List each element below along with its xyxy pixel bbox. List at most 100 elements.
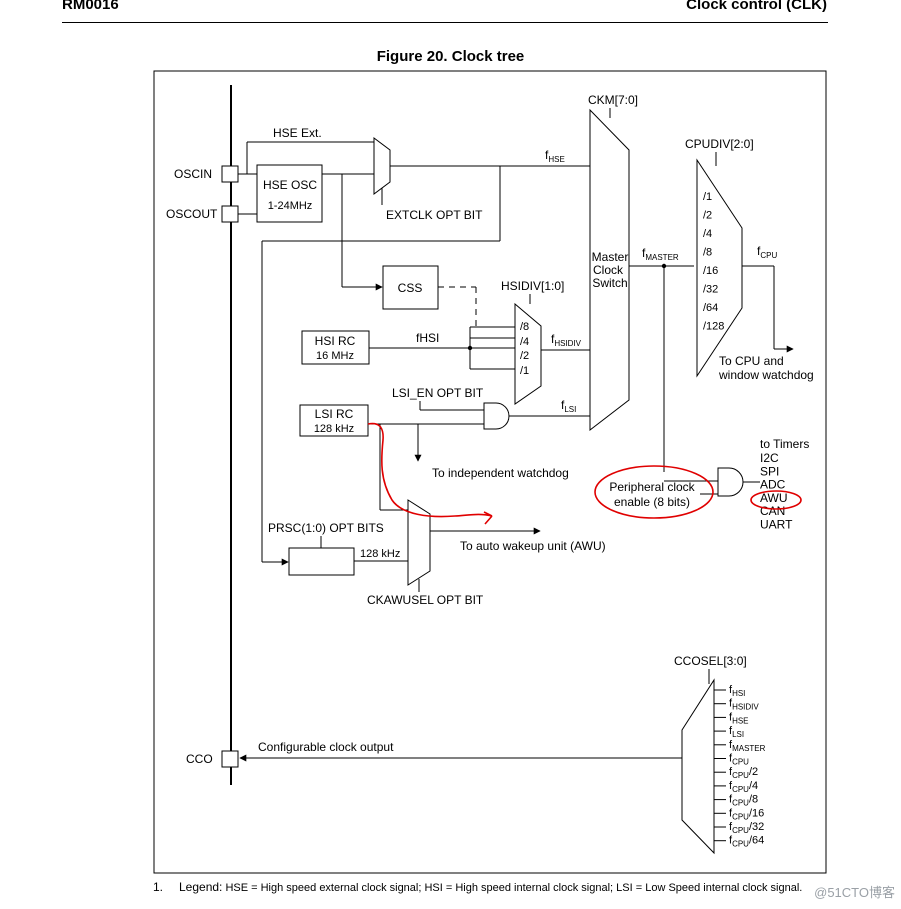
- oscin-label: OSCIN: [174, 167, 212, 181]
- cco-input-label: fHSE: [729, 711, 749, 725]
- prsc-box: [288, 547, 355, 576]
- peripheral-uart: UART: [760, 518, 793, 532]
- section-title: Clock control (CLK): [686, 0, 827, 13]
- cco-label: CCO: [186, 752, 213, 766]
- cco-input-label: fCPU/32: [729, 821, 764, 835]
- f-hsidiv-label: fHSIDIV: [551, 332, 582, 348]
- lsi-and-gate: [483, 402, 510, 430]
- cco-mux: [681, 678, 715, 855]
- prsc-label: PRSC(1:0) OPT BITS: [268, 521, 384, 535]
- watermark: @51CTO博客: [814, 885, 895, 900]
- figure-title: Figure 20. Clock tree: [376, 48, 525, 65]
- oscout-label: OSCOUT: [166, 207, 218, 221]
- peripheral-adc: ADC: [760, 478, 786, 492]
- cco-input-label: fCPU/8: [729, 794, 758, 808]
- f-hse-label: fHSE: [545, 148, 565, 164]
- css-label: CSS: [398, 281, 423, 295]
- cco-input-label: fCPU/2: [729, 766, 758, 780]
- doc-id: RM0016: [62, 0, 119, 13]
- hse-ext-label: HSE Ext.: [273, 126, 322, 140]
- hsidiv-mux: [514, 302, 542, 405]
- cco-input-label: fCPU: [729, 753, 749, 767]
- hsi-rc-label: HSI RC: [315, 334, 356, 348]
- lsi-rc-box: [299, 404, 369, 437]
- f-master-label: fMASTER: [642, 246, 679, 262]
- cco-pin: [221, 750, 239, 768]
- cco-input-label: fHSI: [729, 684, 745, 698]
- hse-ext-mux: [373, 137, 391, 195]
- to-iwdg-label: To independent watchdog: [432, 466, 569, 480]
- lsi-en-label: LSI_EN OPT BIT: [392, 386, 484, 400]
- legend-lead: Legend:: [179, 880, 223, 894]
- oscout-pin: [221, 205, 239, 223]
- master-clock-switch: [589, 108, 630, 432]
- svg-text:Master: Master: [592, 250, 629, 264]
- fhsi-label: fHSI: [416, 331, 439, 345]
- cco-input-label: fMASTER: [729, 739, 766, 753]
- prsc-freq-label: 128 kHz: [360, 548, 400, 560]
- to-timers-label: to Timers: [760, 437, 809, 451]
- cpudiv-option: /2: [703, 210, 712, 222]
- cpudiv-option: /64: [703, 302, 718, 314]
- oscin-pin: [221, 165, 239, 183]
- peripheral-spi: SPI: [760, 464, 779, 478]
- cpudiv-option: /8: [703, 247, 712, 259]
- legend-number: 1.: [153, 880, 164, 894]
- peripheral-can: CAN: [760, 504, 785, 518]
- svg-text:/8: /8: [520, 321, 529, 333]
- hse-osc-box: [256, 164, 323, 223]
- svg-text:Clock: Clock: [593, 263, 624, 277]
- f-cpu-label: fCPU: [757, 244, 777, 260]
- to-awu-label: To auto wakeup unit (AWU): [460, 539, 606, 553]
- figure-frame: [153, 70, 827, 874]
- lsi-rc-label: LSI RC: [315, 407, 354, 421]
- svg-text:/1: /1: [520, 365, 529, 377]
- red-periph-circle: [594, 465, 714, 519]
- ckm-label: CKM[7:0]: [588, 93, 638, 107]
- cpudiv-option: /128: [703, 321, 724, 333]
- peripheral-awu: AWU: [760, 491, 788, 505]
- cco-input-label: fHSIDIV: [729, 698, 759, 712]
- to-cpu-label: To CPU and: [719, 354, 784, 368]
- cpudiv-label: CPUDIV[2:0]: [685, 137, 754, 151]
- red-awu-circle: [750, 490, 802, 510]
- red-annotations: [367, 422, 802, 525]
- cco-input-label: fLSI: [729, 725, 744, 739]
- ccosel-label: CCOSEL[3:0]: [674, 654, 747, 668]
- hsidiv-label: HSIDIV[1:0]: [501, 279, 564, 293]
- hse-osc-label: HSE OSC: [263, 178, 317, 192]
- hse-osc-freq: 1-24MHz: [268, 200, 313, 212]
- cco-output-label: Configurable clock output: [258, 740, 394, 754]
- peripheral-i2c: I2C: [760, 451, 779, 465]
- header-rule: [62, 22, 828, 23]
- hsi-rc-freq: 16 MHz: [316, 350, 354, 362]
- lsi-rc-freq: 128 kHz: [314, 423, 354, 435]
- awu-mux: [407, 499, 431, 586]
- periph-enable-label-1: Peripheral clock: [609, 480, 695, 494]
- svg-text:Switch: Switch: [592, 276, 627, 290]
- cpudiv-mux: [696, 158, 743, 378]
- ckawusel-label: CKAWUSEL OPT BIT: [367, 593, 484, 607]
- red-awu-path-annotation: [367, 422, 493, 525]
- cpudiv-option: /4: [703, 228, 712, 240]
- svg-text:/4: /4: [520, 336, 529, 348]
- f-lsi-label: fLSI: [561, 398, 576, 414]
- cpudiv-divider-list: /1/2/4/8/16/32/64/128: [703, 191, 724, 333]
- extclk-label: EXTCLK OPT BIT: [386, 208, 483, 222]
- cpudiv-option: /32: [703, 284, 718, 296]
- cpudiv-option: /1: [703, 191, 712, 203]
- cco-input-label: fCPU/64: [729, 835, 764, 849]
- cco-input-label: fCPU/4: [729, 780, 758, 794]
- css-box: [382, 265, 439, 310]
- cco-input-label: fCPU/16: [729, 807, 764, 821]
- cco-input-list: fHSIfHSIDIVfHSEfLSIfMASTERfCPUfCPU/2fCPU…: [714, 684, 766, 849]
- legend-body: Legend: HSE = High speed external clock …: [179, 880, 819, 895]
- to-wwdg-label: window watchdog: [718, 368, 814, 382]
- svg-text:/2: /2: [520, 350, 529, 362]
- periph-enable-label-2: enable (8 bits): [614, 495, 690, 509]
- legend-text: HSE = High speed external clock signal; …: [225, 882, 803, 894]
- periph-and-gate: [717, 467, 744, 497]
- cpudiv-option: /16: [703, 265, 718, 277]
